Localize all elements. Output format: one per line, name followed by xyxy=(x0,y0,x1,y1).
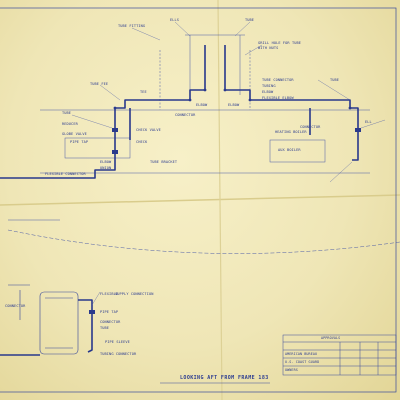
label-ells: ELLS xyxy=(170,18,180,22)
approvals-block xyxy=(160,334,397,384)
label-check-b: CHECK xyxy=(136,140,148,144)
fitting-elbow xyxy=(248,98,252,102)
label-tube-right-low: TUBE xyxy=(330,78,340,82)
valve xyxy=(112,128,118,132)
label-flexible-connector: FLEXIBLE CONNECTOR xyxy=(45,172,86,176)
vertical-trunk xyxy=(189,35,241,95)
label-tubing-connector: TUBING CONNECTOR xyxy=(100,352,137,356)
label-tube-bracket: TUBE BRACKET xyxy=(150,160,178,164)
hull-curve xyxy=(7,229,400,254)
fixture-lines xyxy=(45,297,73,349)
label-connector-a: CONNECTOR xyxy=(175,113,196,117)
tank-right xyxy=(269,139,326,163)
label-connector-low: CONNECTOR xyxy=(100,320,121,324)
label-with-nuts: WITH NUTS xyxy=(258,46,279,50)
paper-fold xyxy=(0,194,400,206)
label-pipe-tap: PIPE TAP xyxy=(70,140,89,144)
label-connector-left: CONNECTOR xyxy=(5,304,26,308)
label-elbow-c: ELBOW xyxy=(100,160,112,164)
leader-lines xyxy=(71,21,386,306)
fixture-body xyxy=(39,291,79,355)
label-flexible-elbow: FLEXIBLE ELBOW xyxy=(262,96,294,100)
tank-left xyxy=(64,137,131,159)
label-tee: TEE xyxy=(140,90,147,94)
label-tubing-r: TUBING xyxy=(262,84,276,88)
approvals-header: APPROVALS xyxy=(321,336,341,340)
label-globe-valve: GLOBE VALVE xyxy=(62,132,87,136)
approval-row-american-bureau: AMERICAN BUREAU xyxy=(285,352,318,356)
label-pipe-sleeve: PIPE SLEEVE xyxy=(105,340,130,344)
fitting-elbow xyxy=(223,88,227,92)
label-flexible: FLEXIBLE xyxy=(100,292,119,296)
label-heating-boiler: HEATING BOILER xyxy=(275,130,307,134)
label-tube-connector-r: TUBE CONNECTOR xyxy=(262,78,294,82)
label-connector-r: CONNECTOR xyxy=(300,125,321,129)
valve xyxy=(355,128,361,132)
label-elbow-b: ELBOW xyxy=(228,103,240,107)
label-tube-top: TUBE xyxy=(245,18,255,22)
pipe-run-left xyxy=(0,45,206,179)
label-elbow-r: ELBOW xyxy=(262,90,274,94)
fixture-bracket xyxy=(8,284,30,320)
sheet-border xyxy=(0,7,397,393)
fitting-elbow xyxy=(203,88,207,92)
label-tube-fitting: TUBE FITTING xyxy=(118,24,146,28)
label-supply-connection: SUPPLY CONNECTION xyxy=(115,292,154,296)
label-tube-left: TUBE xyxy=(62,111,72,115)
frame-structure xyxy=(7,34,400,254)
label-aux-boiler: AUX BOILER xyxy=(278,148,301,152)
label-pipe-tap-low: PIPE TAP xyxy=(100,310,119,314)
label-elbow-a: ELBOW xyxy=(196,103,208,107)
label-ell-right: ELL xyxy=(365,120,372,124)
fitting-elbow xyxy=(113,106,117,110)
label-tube-fee: TUBE FEE xyxy=(90,82,109,86)
label-grill-note: GRILL HOLE FOR TUBE xyxy=(258,41,302,45)
lower-fixture xyxy=(8,284,79,355)
approvals-box xyxy=(282,334,397,376)
label-reducer: REDUCER xyxy=(62,122,78,126)
label-check-valve: CHECK VALVE xyxy=(136,128,161,132)
fittings xyxy=(89,88,361,314)
approval-row-coast-guard: U.S. COAST GUARD xyxy=(285,360,320,364)
pipe-run-low xyxy=(78,299,93,353)
pipe-run-right xyxy=(224,45,359,161)
paper-fold xyxy=(217,0,223,400)
valve xyxy=(112,150,118,154)
valve xyxy=(89,310,95,314)
approval-row-owners: OWNERS xyxy=(285,368,298,372)
fitting-elbow xyxy=(348,106,352,110)
fitting-elbow xyxy=(188,98,192,102)
drawing-title: LOOKING AFT FROM FRAME 183 xyxy=(180,375,269,381)
label-union: UNION xyxy=(100,166,112,170)
label-tube-low: TUBE xyxy=(100,326,110,330)
